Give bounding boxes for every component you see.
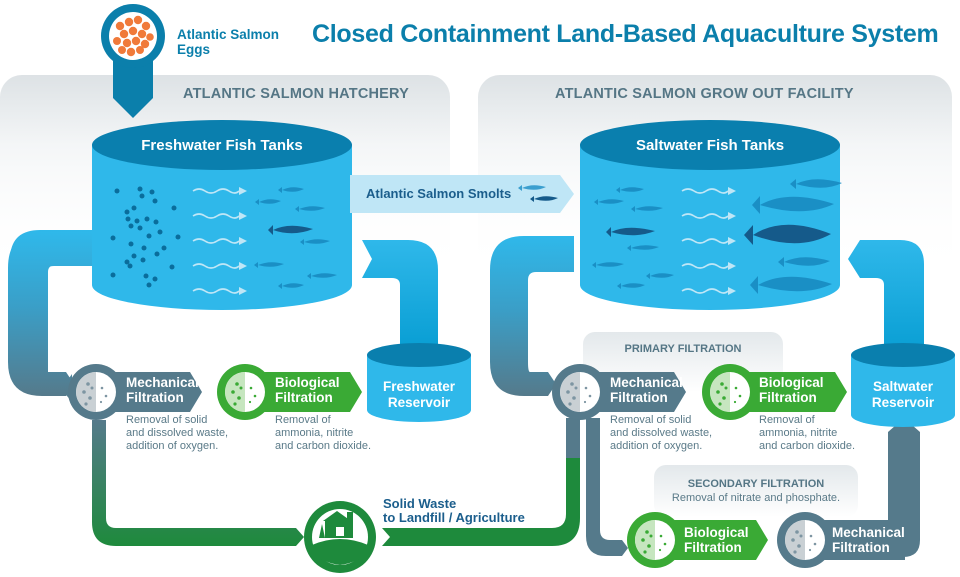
saltwater-flow-arrows-icon [681, 187, 736, 295]
farm-icon [304, 501, 376, 573]
saltwater-tank-title: Saltwater Fish Tanks [635, 137, 785, 154]
flow-arrows-icon [192, 187, 247, 295]
label-line: Biological [275, 375, 340, 390]
hatchery-return-pipe [362, 240, 438, 345]
primary-pipe-left [566, 418, 580, 458]
primary-mechanical-desc: Removal of solid and dissolved waste, ad… [610, 414, 712, 453]
eggs-label-line1: Atlantic Salmon [177, 27, 280, 42]
label-line: Freshwater [382, 379, 456, 394]
label-line: Mechanical [832, 525, 905, 540]
desc-line: ammonia, nitrite [275, 427, 354, 439]
secondary-filtration-box [654, 465, 858, 517]
label-line: Filtration [759, 390, 817, 405]
desc-line: Removal of [759, 414, 815, 426]
label-line: Biological [684, 525, 749, 540]
growout-return-pipe [848, 240, 924, 350]
label-line: Mechanical [126, 375, 199, 390]
label-line: Reservoir [871, 395, 935, 410]
solid-waste-label: Solid Waste to Landfill / Agriculture [383, 497, 525, 525]
primary-biological-desc: Removal of ammonia, nitrite and carbon d… [759, 414, 855, 453]
primary-filtration-title: PRIMARY FILTRATION [624, 343, 742, 355]
label-line: to Landfill / Agriculture [383, 510, 525, 525]
desc-line: and carbon dioxide. [759, 440, 856, 452]
growout-outflow-pipe [490, 236, 574, 396]
egg-dots-icon [110, 186, 181, 288]
desc-line: addition of oxygen. [610, 440, 703, 452]
secondary-filtration-subtitle: Removal of nitrate and phosphate. [671, 492, 841, 504]
highlight-smolt-icon [606, 227, 655, 237]
freshwater-reservoir [367, 343, 471, 422]
label-line: Saltwater [872, 379, 934, 394]
page-title: Closed Containment Land-Based Aquacultur… [312, 20, 939, 48]
eggs-label-line2: Eggs [177, 42, 211, 57]
label-line: Filtration [684, 540, 742, 555]
saltwater-reservoir-label: Saltwater Reservoir [851, 379, 955, 411]
desc-line: ammonia, nitrite [759, 427, 838, 439]
primary-pipe-right [586, 418, 628, 556]
secondary-mechanical-label: Mechanical Filtration [832, 525, 905, 555]
hatchery-biological-label: Biological Filtration [275, 375, 340, 405]
eggs-label: Atlantic Salmon Eggs [177, 27, 297, 57]
growout-section-title: ATLANTIC SALMON GROW OUT FACILITY [555, 86, 854, 102]
label-line: Filtration [126, 390, 184, 405]
label-line: Mechanical [610, 375, 683, 390]
secondary-filtration-title: SECONDARY FILTRATION [687, 478, 825, 490]
freshwater-tank [92, 120, 352, 310]
hatchery-biological-filter [217, 364, 362, 420]
primary-mechanical-filter [552, 364, 686, 420]
secondary-biological-label: Biological Filtration [684, 525, 749, 555]
saltwater-tank [580, 120, 840, 310]
highlight-fry-icon [268, 225, 313, 235]
freshwater-reservoir-label: Freshwater Reservoir [367, 379, 471, 411]
adult-salmon-icon [750, 179, 842, 294]
eggs-pin-icon [101, 4, 165, 118]
desc-line: Removal of solid [610, 414, 692, 426]
secondary-biological-filter [627, 512, 768, 568]
desc-line: and dissolved waste, [610, 427, 713, 439]
label-line: Biological [759, 375, 824, 390]
secondary-mechanical-filter [777, 512, 905, 568]
smolts-arrow [350, 175, 574, 213]
filter-particles-icon [82, 382, 817, 554]
hatchery-section-title: ATLANTIC SALMON HATCHERY [183, 86, 410, 102]
desc-line: and carbon dioxide. [275, 440, 372, 452]
label-line: Filtration [832, 540, 890, 555]
desc-line: Removal of [275, 414, 331, 426]
desc-line: Removal of solid [126, 414, 208, 426]
label-line: Reservoir [387, 395, 451, 410]
hatchery-biological-desc: Removal of ammonia, nitrite and carbon d… [275, 414, 371, 453]
primary-biological-label: Biological Filtration [759, 375, 824, 405]
hatchery-mechanical-filter [68, 364, 202, 420]
saltwater-reservoir [851, 343, 955, 427]
label-line: Solid Waste [383, 496, 457, 511]
waste-pipe [92, 420, 304, 546]
desc-line: addition of oxygen. [126, 440, 219, 452]
hatchery-mechanical-desc: Removal of solid and dissolved waste, ad… [126, 414, 228, 453]
primary-mechanical-label: Mechanical Filtration [610, 375, 683, 405]
highlight-salmon-icon [744, 224, 831, 245]
desc-line: and dissolved waste, [126, 427, 229, 439]
hatchery-pipe-bend [8, 232, 92, 396]
fry-fish-icon [254, 187, 337, 289]
label-line: Filtration [610, 390, 668, 405]
primary-biological-filter [702, 364, 847, 420]
freshwater-tank-title: Freshwater Fish Tanks [141, 137, 303, 154]
label-line: Filtration [275, 390, 333, 405]
smolts-label: Atlantic Salmon Smolts [366, 186, 512, 201]
smolt-fish-icon [592, 187, 674, 289]
hatchery-mechanical-label: Mechanical Filtration [126, 375, 199, 405]
waste-pipe-right [382, 420, 580, 546]
